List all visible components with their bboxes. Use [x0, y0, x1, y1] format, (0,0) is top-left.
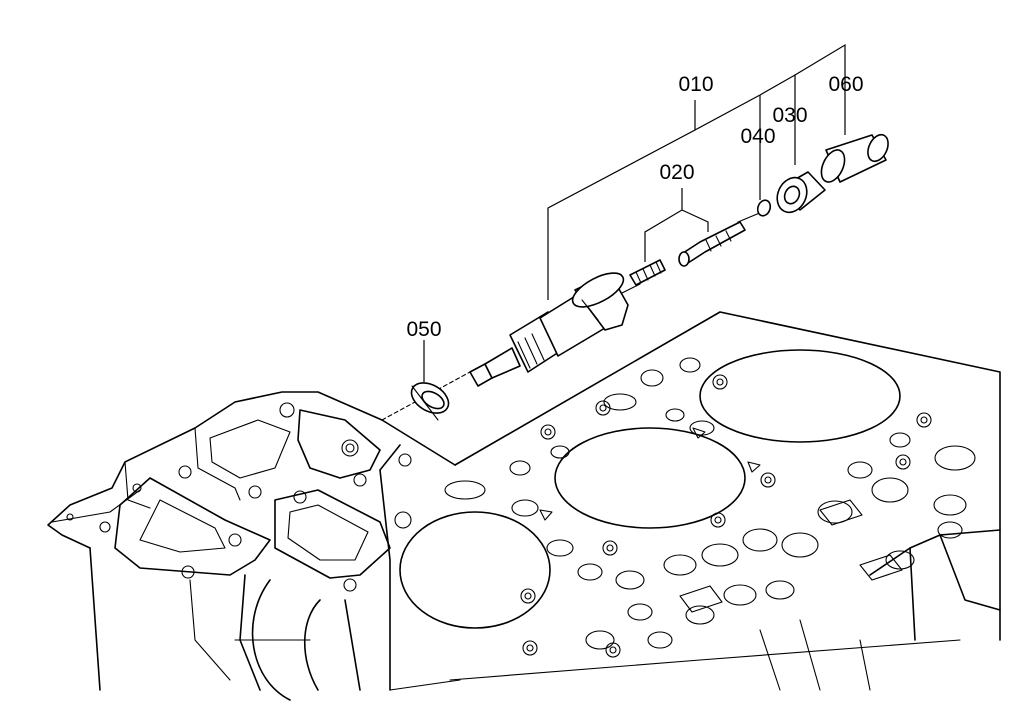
- callout-050: 050: [406, 318, 441, 341]
- cap-nut-030: [776, 171, 826, 214]
- callout-060: 060: [828, 73, 863, 96]
- callout-040: 040: [740, 125, 775, 148]
- callout-010: 010: [678, 73, 713, 96]
- callout-020: 020: [659, 161, 694, 184]
- callout-030: 030: [772, 104, 807, 127]
- sleeve-060: [820, 133, 889, 183]
- engine-block: [47, 311, 1001, 701]
- o-ring-040: [756, 199, 772, 217]
- valve-body-010: [469, 272, 629, 387]
- callout-labels: 010 020 030 040 050 060: [406, 73, 863, 341]
- washer-050: [410, 382, 450, 421]
- spring-plunger-020: [629, 221, 746, 286]
- leader-lines: [423, 43, 846, 382]
